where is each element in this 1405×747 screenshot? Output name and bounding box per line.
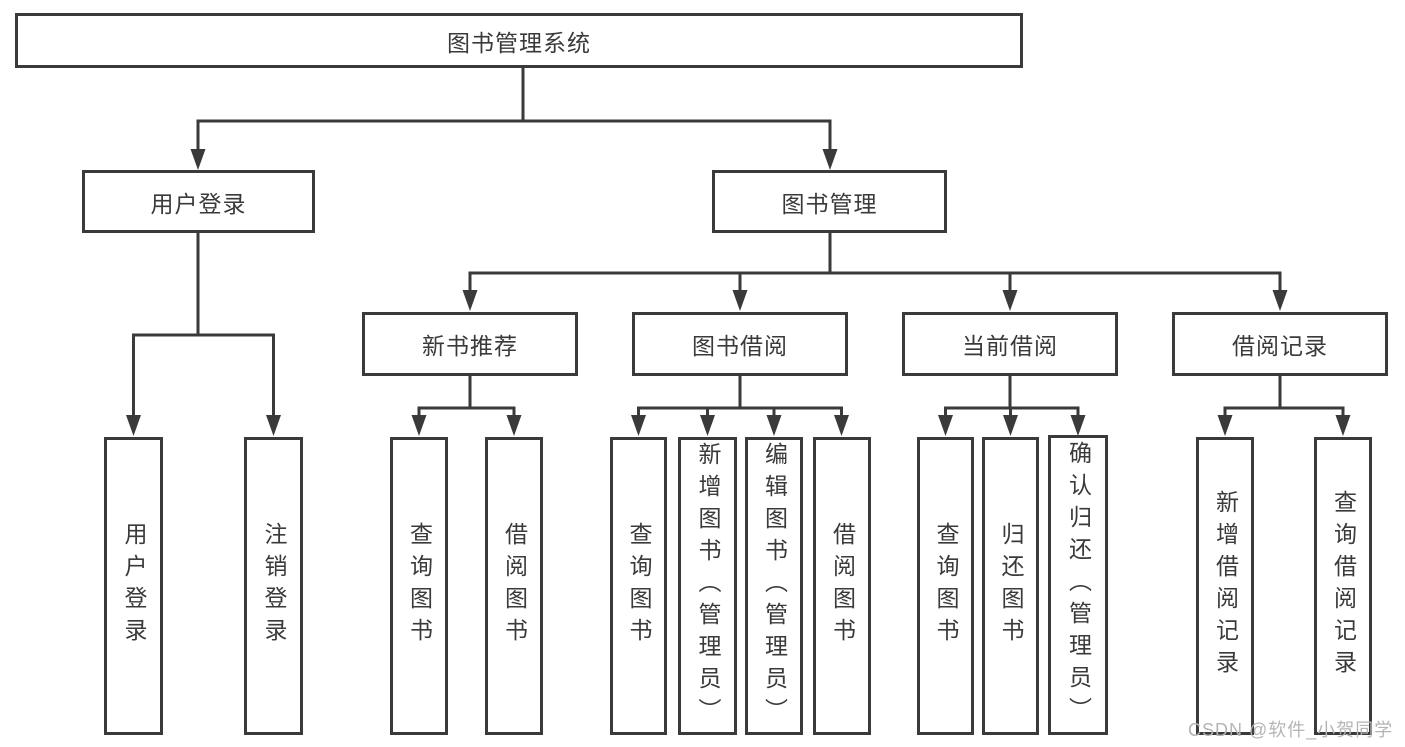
watermark: CSDN @软件_小贺同学 xyxy=(1188,720,1394,740)
leaf-search-books-1: 查询图书 xyxy=(390,437,448,735)
node-current-borrowing: 当前借阅 xyxy=(902,312,1118,376)
node-book-management: 图书管理 xyxy=(712,170,947,233)
node-new-book-recommendation: 新书推荐 xyxy=(362,312,578,376)
leaf-add-books-admin: 新增图书（管理员） xyxy=(678,437,737,735)
leaf-borrow-books-2: 借阅图书 xyxy=(813,437,871,735)
leaf-logout: 注销登录 xyxy=(244,437,303,735)
node-book-borrowing: 图书借阅 xyxy=(632,312,848,376)
leaf-search-borrow-record: 查询借阅记录 xyxy=(1314,437,1372,735)
leaf-edit-books-admin: 编辑图书（管理员） xyxy=(745,437,803,735)
leaf-add-borrow-record: 新增借阅记录 xyxy=(1196,437,1254,735)
node-library-management-system: 图书管理系统 xyxy=(15,13,1023,68)
leaf-return-books: 归还图书 xyxy=(982,437,1039,735)
node-user-login: 用户登录 xyxy=(82,170,315,233)
arrowheads xyxy=(126,149,1351,436)
leaf-borrow-books-1: 借阅图书 xyxy=(485,437,543,735)
node-borrowing-records: 借阅记录 xyxy=(1172,312,1388,376)
leaf-search-books-2: 查询图书 xyxy=(610,437,667,735)
leaf-user-login: 用户登录 xyxy=(104,437,163,735)
leaf-search-books-3: 查询图书 xyxy=(917,437,974,735)
leaf-confirm-return-admin: 确认归还（管理员） xyxy=(1048,435,1108,735)
